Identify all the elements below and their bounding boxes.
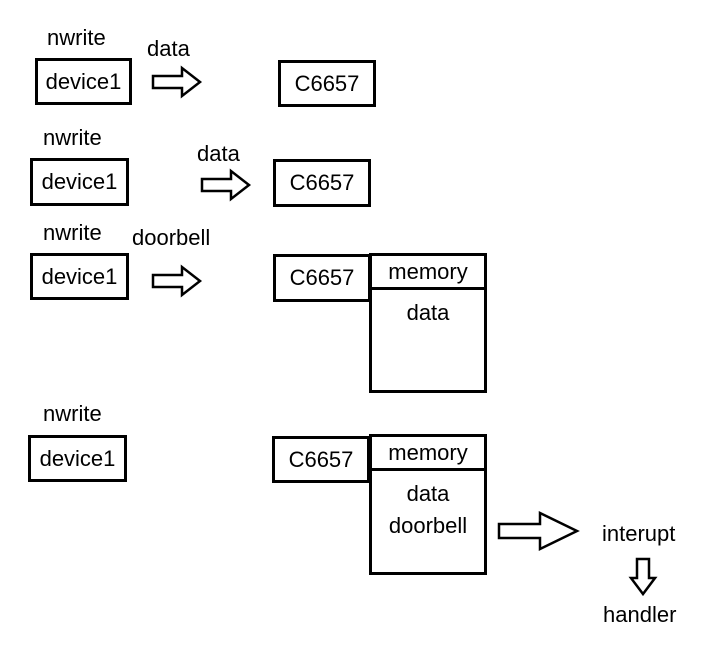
memory-block-3: memory data [369, 253, 487, 393]
memory-item-doorbell-4: doorbell [388, 513, 468, 538]
device1-box-4: device1 [28, 435, 127, 482]
c6657-box-2: C6657 [273, 159, 371, 207]
nwrite-label-2: nwrite [43, 125, 102, 150]
data-arrow-label-2: data [197, 141, 240, 166]
device1-box-2: device1 [30, 158, 129, 206]
device1-box-1: device1 [35, 58, 132, 105]
arrow-down-to-handler [628, 557, 658, 597]
arrow-right-to-interrupt [497, 511, 580, 551]
memory-block-4: memory data doorbell [369, 434, 487, 575]
memory-title-4: memory [372, 437, 484, 471]
arrow-right-1 [151, 65, 203, 99]
interrupt-label: interupt [602, 521, 676, 546]
doorbell-arrow-label: doorbell [132, 225, 211, 250]
c6657-box-1: C6657 [278, 60, 376, 107]
arrow-right-3 [151, 264, 203, 298]
c6657-box-3: C6657 [273, 254, 371, 302]
data-arrow-label-1: data [147, 36, 190, 61]
device1-box-3: device1 [30, 253, 129, 300]
nwrite-label-3: nwrite [43, 220, 102, 245]
memory-item-data-3: data [406, 300, 450, 325]
handler-label: handler [603, 602, 677, 627]
nwrite-label-1: nwrite [47, 25, 106, 50]
memory-item-data-4: data [406, 481, 450, 506]
memory-title-3: memory [372, 256, 484, 290]
arrow-right-2 [200, 168, 252, 202]
c6657-box-4: C6657 [272, 436, 370, 483]
nwrite-label-4: nwrite [43, 401, 102, 426]
